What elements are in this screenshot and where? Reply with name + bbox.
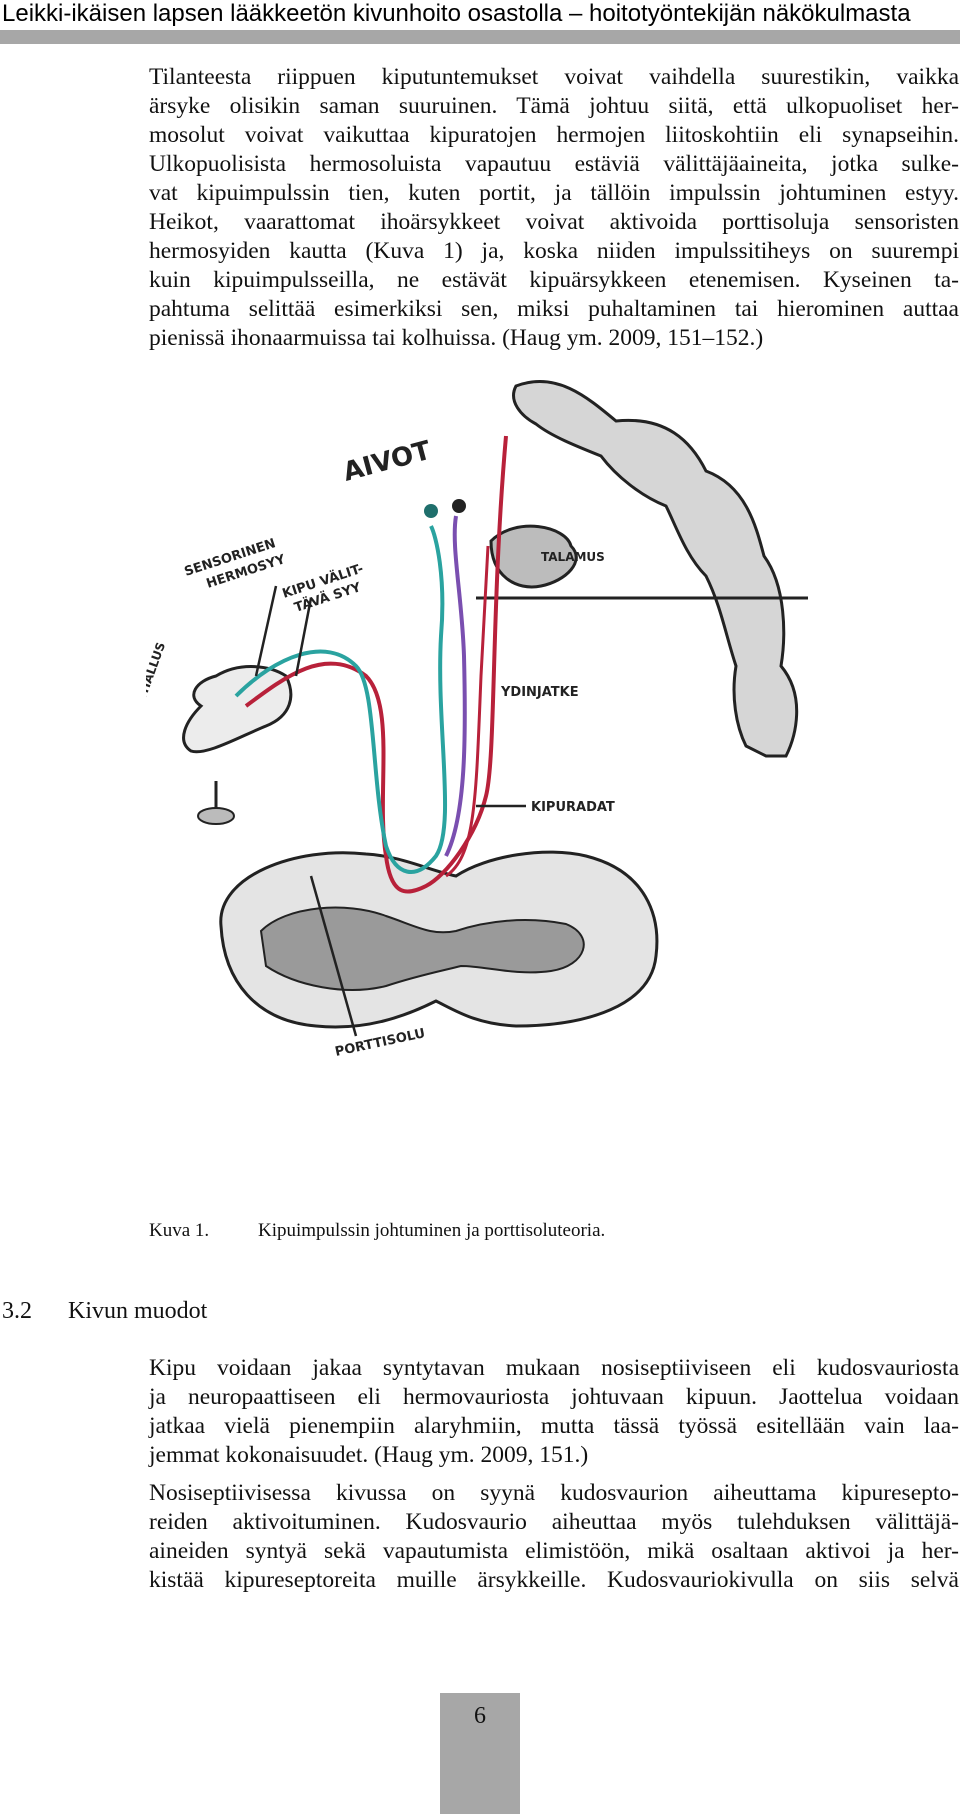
thalamus-shape	[489, 524, 578, 589]
text-line: pienissä ihonaarmuissa tai kolhuissa. (H…	[149, 325, 764, 351]
text-line: hermosyiden kautta (Kuva 1) ja, koska ni…	[149, 238, 959, 264]
pointer-porttisolu	[309, 875, 358, 1037]
header-rule	[0, 30, 960, 44]
running-header-title: Leikki-ikäisen lapsen lääkkeetön kivunho…	[2, 0, 911, 27]
pin-head	[197, 807, 235, 825]
text-line: Tilanteesta riippuen kiputuntemukset voi…	[149, 64, 959, 90]
text-line: Nosiseptiivisessa kivussa on syynä kudos…	[149, 1480, 959, 1506]
text-line: kistää kipureseptoreita muille ärsykkeil…	[149, 1567, 959, 1593]
label-puhallus: PUHALLUS	[146, 640, 168, 712]
text-line: pahtuma selittää esimerkiksi sen, miksi …	[149, 296, 959, 322]
figure-pain-pathway-illustration: AIVOT TALAMUS SENSORINEN HERMOSYY KIPU V…	[146, 380, 808, 1060]
ascending-pain-path	[445, 545, 490, 878]
label-yoinjatke: YDINJATKE	[500, 685, 579, 700]
figure-caption-text: Kipuimpulssin johtuminen ja porttisolute…	[258, 1220, 606, 1241]
label-aivot: AIVOT	[340, 436, 434, 488]
paragraph-gate-control: Tilanteesta riippuen kiputuntemukset voi…	[149, 63, 959, 353]
brain-cortex-shape	[512, 380, 799, 758]
section-heading: 3.2 Kivun muodot	[2, 1298, 207, 1325]
section-title: Kivun muodot	[68, 1298, 208, 1324]
page-number-box: 6	[440, 1693, 520, 1814]
text-line: ja neuropaattiseen eli hermovauriosta jo…	[149, 1384, 959, 1410]
page-header: Leikki-ikäisen lapsen lääkkeetön kivunho…	[0, 0, 960, 44]
text-line: jatkaa vielä pienempiin alaryhmiin, mutt…	[149, 1413, 959, 1439]
spinal-grey-matter	[259, 906, 585, 991]
text-line: jemmat kokonaisuudet. (Haug ym. 2009, 15…	[149, 1442, 589, 1468]
label-kipuradat: KIPURADAT	[531, 800, 615, 815]
text-line: Ulkopuolisista hermosoluista vapautuu es…	[149, 151, 959, 177]
label-talamus: TALAMUS	[541, 550, 605, 564]
text-line: Kipu voidaan jakaa syntytavan mukaan nos…	[149, 1355, 959, 1381]
text-line: aineiden syntyä sekä vapautumista elimis…	[149, 1538, 959, 1564]
pointer-sensorinen	[254, 585, 278, 677]
text-line: vat kipuimpulssin tien, kuten portit, ja…	[149, 180, 959, 206]
figure-caption-number: Kuva 1.	[149, 1220, 210, 1241]
neuron-dot-teal	[424, 504, 438, 518]
text-line: kuin kipuimpulsseilla, ne estävät kipuär…	[149, 267, 959, 293]
section-number: 3.2	[2, 1298, 32, 1324]
text-line: ärsyke olisikin saman suuruinen. Tämä jo…	[149, 93, 959, 119]
text-line: mosolut voivat vaikuttaa kipuratojen her…	[149, 122, 959, 148]
pointer-kipu	[294, 597, 313, 677]
paragraph-nociceptive: Nosiseptiivisessa kivussa on syynä kudos…	[149, 1479, 959, 1595]
paragraph-pain-types: Kipu voidaan jakaa syntytavan mukaan nos…	[149, 1354, 959, 1470]
label-porttisolu: PORTTISOLU	[334, 1026, 427, 1060]
text-line: Heikot, vaarattomat ihoärsykkeet voivat …	[149, 209, 959, 235]
finger-shape	[182, 665, 293, 754]
text-line: reiden aktivoituminen. Kudosvaurio aiheu…	[149, 1509, 959, 1535]
inhibitory-fiber-path	[444, 515, 467, 857]
pain-fiber-path	[244, 435, 508, 894]
sensory-fiber-path	[234, 525, 448, 874]
page-number: 6	[474, 1703, 486, 1729]
neuron-dot-dark	[452, 499, 466, 513]
